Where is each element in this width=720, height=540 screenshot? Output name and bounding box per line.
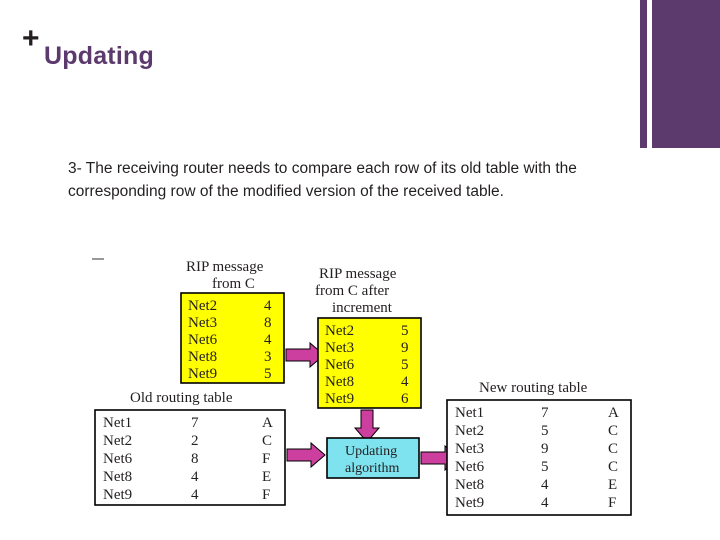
updating-algorithm-box: Updating algorithm [326,437,420,479]
old-row-0-cost: 7 [191,415,199,431]
rip-from-c-row-3-net: Net8 [188,349,217,365]
old-row-4-cost: 4 [191,487,199,503]
plus-icon: + [22,22,40,55]
old-row-2-next: F [262,451,270,467]
updating-algorithm-line1: Updating [345,444,397,459]
old-row-4-net: Net9 [103,487,132,503]
old-row-1-cost: 2 [191,433,199,449]
old-row-3-cost: 4 [191,469,199,485]
new-row-4-net: Net8 [455,477,484,493]
new-row-3-cost: 5 [541,459,549,475]
rip-from-c-box: Net2 4 Net3 8 Net6 4 Net8 3 Net9 5 [180,292,285,384]
rip-after-inc-caption-line2: from C after [315,283,389,299]
page-title: Updating [44,42,154,70]
decorative-bar-wide [652,0,720,148]
old-row-2-cost: 8 [191,451,199,467]
old-routing-table: Net1 7 A Net2 2 C Net6 8 F Net8 4 E Net9… [94,409,286,506]
rip-from-c-row-2-cost: 4 [264,332,272,348]
new-row-3-next: C [608,459,618,475]
arrow-old-to-algorithm-icon [286,441,326,469]
rip-from-c-row-4-cost: 5 [264,366,272,382]
old-row-4-next: F [262,487,270,503]
new-row-2-net: Net3 [455,441,484,457]
rip-from-c-caption-line2: from C [212,276,255,292]
new-row-1-cost: 5 [541,423,549,439]
old-row-3-net: Net8 [103,469,132,485]
rip-from-c-row-0-net: Net2 [188,298,217,314]
body-paragraph: 3- The receiving router needs to compare… [68,160,577,200]
arrow-to-algorithm-icon [353,409,381,443]
rip-after-inc-row-2-net: Net6 [325,357,355,373]
rip-after-inc-row-3-cost: 4 [401,374,409,390]
old-row-1-next: C [262,433,272,449]
new-row-5-cost: 4 [541,495,549,511]
rip-from-c-row-1-net: Net3 [188,315,217,331]
routing-update-diagram: RIP message from C Net2 4 Net3 8 Net6 4 … [68,245,668,530]
new-row-4-next: E [608,477,617,493]
new-routing-table-caption: New routing table [479,380,588,396]
new-row-0-next: A [608,405,619,421]
rip-after-inc-row-1-cost: 9 [401,340,409,356]
new-row-3-net: Net6 [455,459,485,475]
arrow-increment-icon [285,341,325,369]
old-row-0-net: Net1 [103,415,132,431]
rip-after-inc-row-0-cost: 5 [401,323,409,339]
new-row-0-net: Net1 [455,405,484,421]
rip-after-inc-caption-line3: increment [332,300,393,316]
rip-from-c-caption-line1: RIP message [186,259,264,275]
rip-from-c-row-4-net: Net9 [188,366,217,382]
rip-after-inc-caption-line1: RIP message [319,266,397,282]
new-row-0-cost: 7 [541,405,549,421]
new-row-2-next: C [608,441,618,457]
rip-from-c-row-0-cost: 4 [264,298,272,314]
old-row-3-next: E [262,469,271,485]
old-row-0-next: A [262,415,273,431]
old-routing-table-caption: Old routing table [130,390,233,406]
old-row-2-net: Net6 [103,451,133,467]
updating-algorithm-line2: algorithm [345,461,400,476]
decorative-bar-thin [640,0,647,148]
rip-from-c-row-3-cost: 3 [264,349,272,365]
rip-after-inc-row-4-net: Net9 [325,391,354,407]
new-row-4-cost: 4 [541,477,549,493]
rip-after-inc-row-2-cost: 5 [401,357,409,373]
rip-from-c-row-1-cost: 8 [264,315,272,331]
new-row-1-next: C [608,423,618,439]
new-row-2-cost: 9 [541,441,549,457]
rip-after-inc-row-4-cost: 6 [401,391,409,407]
rip-after-inc-row-1-net: Net3 [325,340,354,356]
rip-from-c-row-2-net: Net6 [188,332,218,348]
rip-after-inc-row-3-net: Net8 [325,374,354,390]
new-routing-table: Net1 7 A Net2 5 C Net3 9 C Net6 5 C Net8… [446,399,632,516]
new-row-1-net: Net2 [455,423,484,439]
new-row-5-next: F [608,495,616,511]
rip-after-increment-box: Net2 5 Net3 9 Net6 5 Net8 4 Net9 6 [317,317,422,409]
new-row-5-net: Net9 [455,495,484,511]
old-row-1-net: Net2 [103,433,132,449]
rip-after-inc-row-0-net: Net2 [325,323,354,339]
